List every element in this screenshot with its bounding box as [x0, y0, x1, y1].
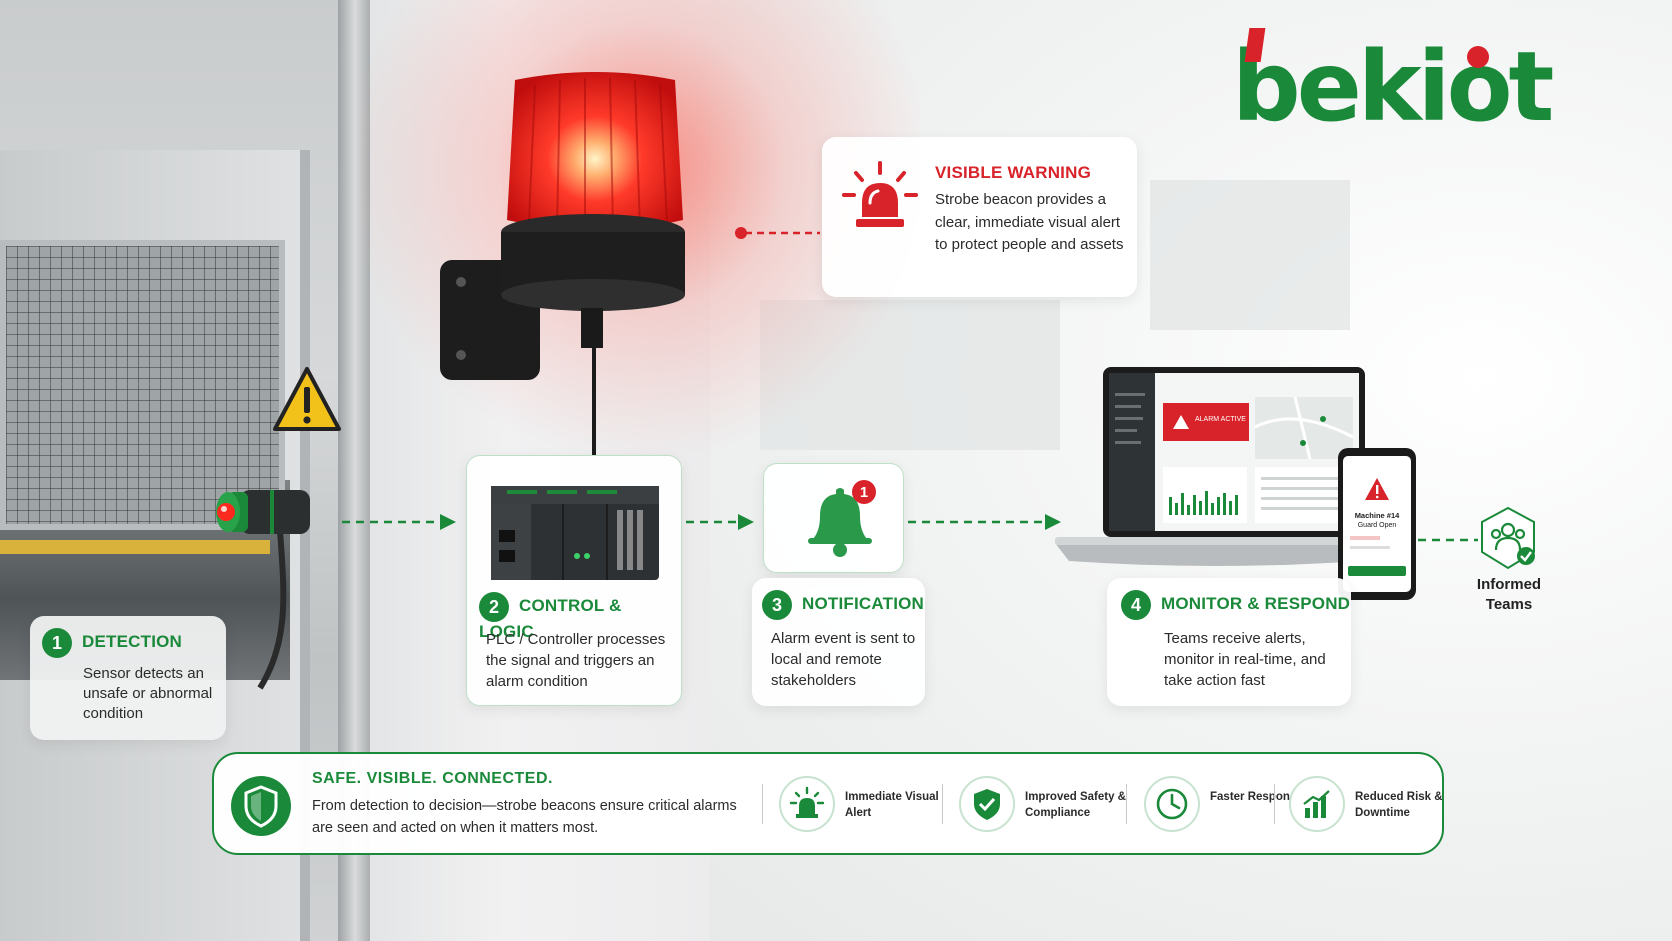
safety-mesh: [0, 240, 285, 530]
control-logic-body: PLC / Controller processes the signal an…: [486, 631, 666, 690]
banner-body: From detection to decision—strobe beacon…: [312, 798, 737, 836]
control-logic-title: CONTROL & LOGIC: [479, 596, 622, 641]
benefit-faster-response: Faster Response: [1144, 772, 1303, 836]
benefit-label: Faster Response: [1210, 791, 1303, 803]
plc-controller-icon: [491, 486, 659, 580]
phone-alert-icon: Machine #14 Guard Open: [1338, 448, 1416, 600]
siren-icon: [842, 161, 918, 227]
benefit-immediate-alert: Immediate Visual Alert: [779, 772, 949, 836]
divider: [942, 784, 943, 824]
detection-card: 1 DETECTION Sensor detects an unsafe or a…: [30, 616, 226, 740]
benefit-reduced-risk: Reduced Risk & Downtime: [1289, 772, 1443, 836]
team-icon: [1481, 506, 1535, 570]
notification-header: 3 NOTIFICATION: [762, 590, 924, 620]
divider: [1274, 784, 1275, 824]
benefit-icon-circle: [959, 776, 1015, 832]
benefit-label: Reduced Risk & Downtime: [1355, 791, 1443, 819]
laptop-dashboard-icon: ALARM ACTIVE: [1055, 367, 1375, 566]
monitor-respond-card: 4 MONITOR & RESPOND Teams receive alerts,…: [1107, 578, 1351, 706]
bell-icon: 1: [808, 480, 876, 557]
notification-body: Alarm event is sent to local and remote …: [771, 630, 916, 689]
strobe-beacon-icon: [440, 72, 685, 380]
shield-icon: [231, 776, 291, 836]
notification-bell-card: 1: [763, 463, 904, 573]
logo-red-dot: [1467, 46, 1489, 68]
divider: [762, 784, 763, 824]
machine-rail: [0, 540, 270, 554]
benefit-safety-compliance: Improved Safety & Compliance: [959, 772, 1139, 836]
step-number-badge: 3: [762, 590, 792, 620]
divider: [1126, 784, 1127, 824]
shield-check-icon: [974, 789, 1000, 820]
notification-badge-count: 1: [860, 484, 868, 501]
warning-sign-icon: [273, 367, 341, 431]
logo-text: bekiot: [1232, 31, 1554, 143]
bekiot-logo: bekiot: [1232, 28, 1554, 143]
phone-alert-line1: Machine #14: [1355, 511, 1400, 520]
detection-body: Sensor detects an unsafe or abnormal con…: [83, 665, 213, 722]
monitor-title: MONITOR & RESPOND: [1161, 594, 1351, 614]
notification-title: NOTIFICATION: [802, 594, 925, 614]
warning-title: VISIBLE WARNING: [935, 163, 1092, 182]
detection-header: 1 DETECTION: [42, 628, 182, 658]
benefit-label: Improved Safety & Compliance: [1025, 791, 1126, 819]
benefit-icon-circle: [779, 776, 835, 832]
siren-icon: [789, 786, 825, 818]
sensor-icon: [216, 490, 310, 534]
summary-banner: SAFE. VISIBLE. CONNECTED. From detection…: [212, 752, 1444, 855]
detection-title: DETECTION: [82, 632, 183, 652]
warning-body: Strobe beacon provides a clear, immediat…: [935, 191, 1124, 253]
benefit-icon-circle: [1144, 776, 1200, 832]
clock-icon: [1156, 788, 1188, 820]
monitor-header: 4 MONITOR & RESPOND: [1121, 590, 1350, 620]
sensor-cable: [257, 530, 287, 690]
laptop-alert-text: ALARM ACTIVE: [1195, 416, 1246, 423]
phone-alert-line2: Guard Open: [1358, 522, 1397, 529]
visible-warning-card: VISIBLE WARNING Strobe beacon provides a…: [822, 137, 1137, 297]
step-number-badge: 1: [42, 628, 72, 658]
background-window: [1150, 180, 1350, 330]
benefit-icon-circle: [1289, 776, 1345, 832]
step-number-badge: 2: [479, 592, 509, 622]
informed-teams-label: Informed Teams: [1476, 576, 1542, 613]
banner-title: SAFE. VISIBLE. CONNECTED.: [312, 770, 553, 787]
monitor-body: Teams receive alerts, monitor in real-ti…: [1164, 630, 1326, 689]
benefit-label: Immediate Visual Alert: [845, 791, 939, 819]
notification-card: 3 NOTIFICATION Alarm event is sent to loc…: [752, 578, 925, 706]
bar-chart-icon: [1303, 790, 1330, 818]
step-number-badge: 4: [1121, 590, 1151, 620]
